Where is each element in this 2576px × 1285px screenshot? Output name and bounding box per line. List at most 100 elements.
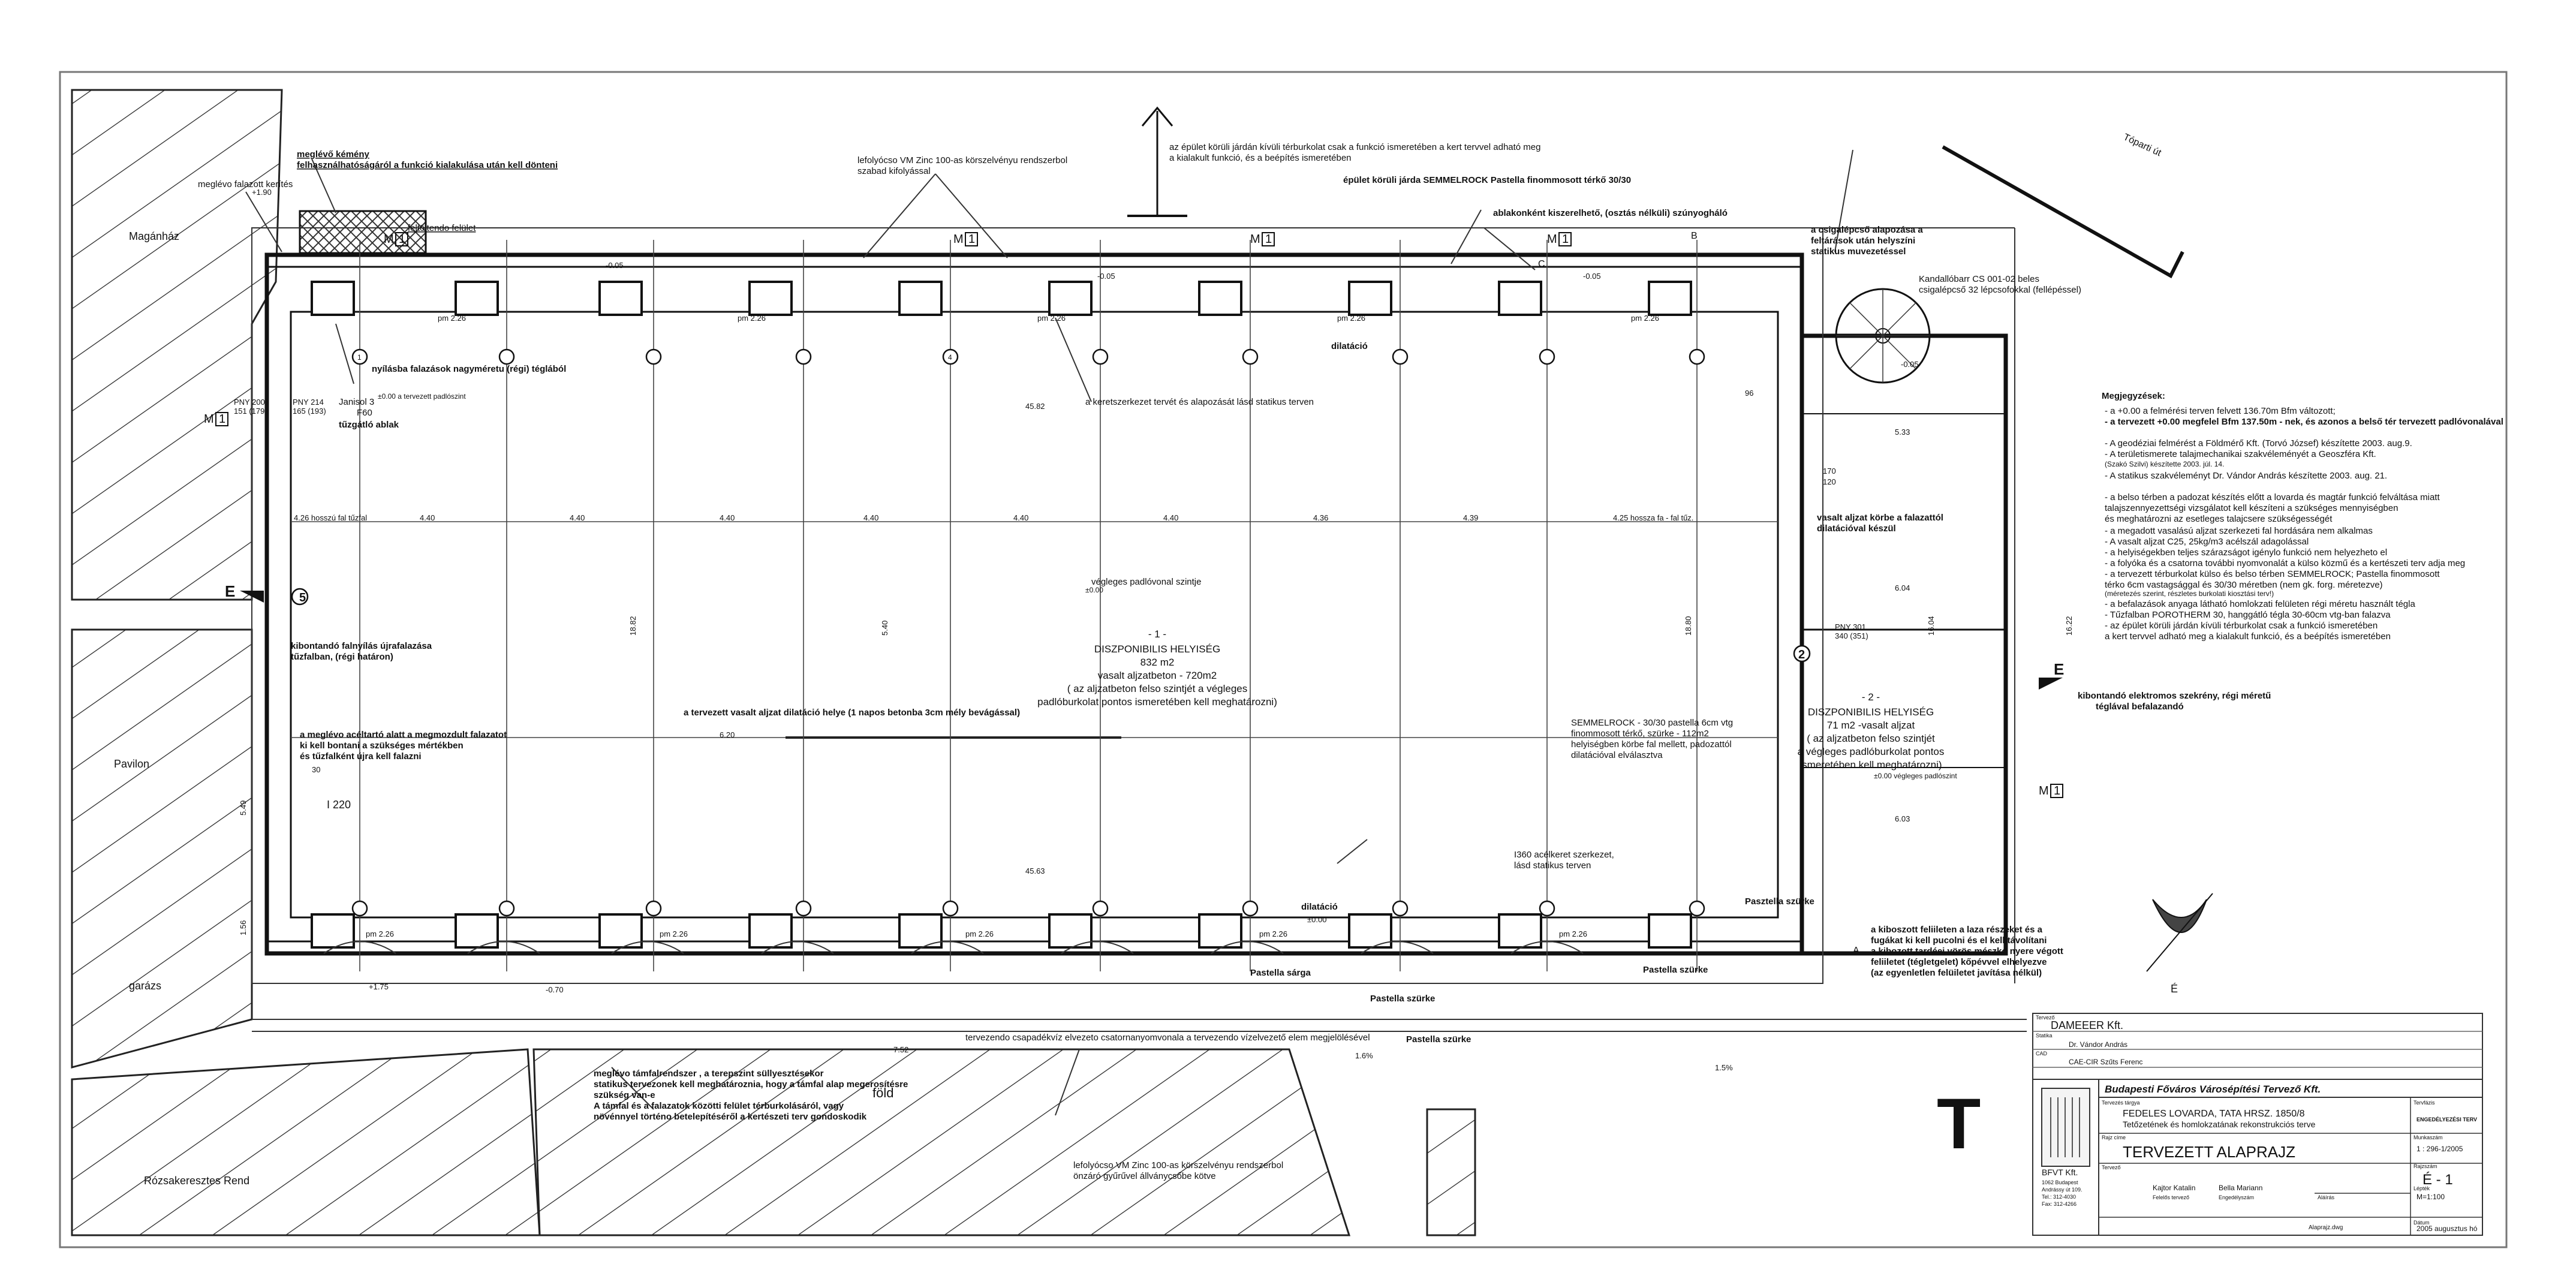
svg-text:1.5%: 1.5% xyxy=(1715,1063,1733,1072)
svg-text:- a +0.00 a felmérési terven f: - a +0.00 a felmérési terven felvett 136… xyxy=(2105,406,2336,416)
svg-text:120: 120 xyxy=(1823,477,1836,486)
svg-text:151 (179): 151 (179) xyxy=(234,407,267,416)
svg-text:pm 2.26: pm 2.26 xyxy=(1631,314,1659,323)
svg-text:a csigalépcső alapozása a: a csigalépcső alapozása a xyxy=(1811,225,1923,235)
svg-text:M=1:100: M=1:100 xyxy=(2416,1193,2445,1201)
svg-text:Statika: Statika xyxy=(2036,1033,2053,1039)
svg-text:Bella Mariann: Bella Mariann xyxy=(2219,1184,2262,1192)
svg-text:a végleges padlóburkolat ponto: a végleges padlóburkolat pontos xyxy=(1798,746,1945,757)
svg-text:5.49: 5.49 xyxy=(239,801,248,815)
svg-text:a kiboszott feliileten a laza: a kiboszott feliileten a laza részeket é… xyxy=(1871,925,2043,935)
svg-text:dilatációval elválasztva: dilatációval elválasztva xyxy=(1571,750,1663,760)
svg-text:dilatáció: dilatáció xyxy=(1331,341,1368,351)
svg-text:+1.75: +1.75 xyxy=(369,982,389,991)
svg-text:Alaprajz.dwg: Alaprajz.dwg xyxy=(2309,1224,2343,1231)
svg-text:padlóburkolat pontos ismeretéb: padlóburkolat pontos ismeretében kell me… xyxy=(1037,696,1277,708)
svg-text:1.6%: 1.6% xyxy=(1355,1051,1373,1060)
svg-text:832 m2: 832 m2 xyxy=(1140,657,1175,668)
svg-text:lefolyócso VM Zinc 100-as körs: lefolyócso VM Zinc 100-as körszelvényu r… xyxy=(857,155,1067,165)
svg-text:CAD: CAD xyxy=(2036,1051,2048,1057)
plan-annotations: meglévő kémény felhasználhatóságáról a f… xyxy=(198,142,2271,1181)
svg-text:Andrássy út 109.: Andrássy út 109. xyxy=(2042,1187,2083,1193)
svg-text:Aláírás: Aláírás xyxy=(2318,1194,2335,1200)
svg-text:a kibozott tardéei vörös mészk: a kibozott tardéei vörös mészko nyere vé… xyxy=(1871,946,2063,956)
svg-text:±0.00 végleges padlószint: ±0.00 végleges padlószint xyxy=(1874,772,1957,780)
svg-text:- az épület körüli járdán kívü: - az épület körüli járdán kívüli térburk… xyxy=(2105,621,2378,631)
svg-text:Pastella szürke: Pastella szürke xyxy=(1406,1034,1471,1045)
svg-text:pm 2.26: pm 2.26 xyxy=(1259,929,1287,938)
svg-text:és meghatározni az esetleges t: és meghatározni az esetleges talajcsere … xyxy=(2105,514,2333,524)
svg-text:4.40: 4.40 xyxy=(1013,513,1028,522)
svg-text:Dátum: Dátum xyxy=(2414,1220,2430,1226)
svg-text:lásd statikus terven: lásd statikus terven xyxy=(1514,860,1591,871)
svg-text:5.40: 5.40 xyxy=(880,621,889,636)
svg-text:szabad kifolyással: szabad kifolyással xyxy=(857,166,931,176)
svg-text:Tetőzetének és homlokzatának r: Tetőzetének és homlokzatának rekonstrukc… xyxy=(2123,1120,2316,1129)
svg-text:96: 96 xyxy=(1745,389,1753,398)
svg-text:feltárások után helyszíni: feltárások után helyszíni xyxy=(1811,236,1915,246)
svg-text:- A vasalt aljzat C25, 25kg/m3: - A vasalt aljzat C25, 25kg/m3 acélszál … xyxy=(2105,537,2309,547)
svg-text:F60: F60 xyxy=(357,408,372,418)
svg-text:4.36: 4.36 xyxy=(1313,513,1328,522)
svg-text:5.33: 5.33 xyxy=(1895,428,1910,437)
svg-text:térko 6cm vastagsággal és 30/3: térko 6cm vastagsággal és 30/30 méretben… xyxy=(2105,580,2383,590)
svg-text:DISZPONIBILIS HELYISÉG: DISZPONIBILIS HELYISÉG xyxy=(1808,706,1934,718)
svg-text:a kialakult funkció, és a beép: a kialakult funkció, és a beépítés ismer… xyxy=(1169,153,1352,163)
svg-text:- a befalazások anyaga látható: - a befalazások anyaga látható homlokzat… xyxy=(2105,599,2415,609)
svg-text:meglévo falazott kerítés: meglévo falazott kerítés xyxy=(198,179,293,189)
axis-grid xyxy=(291,240,1811,971)
svg-text:Dr. Vándor András: Dr. Vándor András xyxy=(2069,1040,2127,1049)
svg-text:±0.00 a tervezett padlószint: ±0.00 a tervezett padlószint xyxy=(378,392,466,401)
svg-text:Felelős tervező: Felelős tervező xyxy=(2153,1194,2189,1200)
svg-text:felhasználhatóságáról a funkci: felhasználhatóságáról a funkció kialakul… xyxy=(297,160,558,170)
svg-text:-0.05: -0.05 xyxy=(1583,272,1601,281)
svg-text:meglévo támfalrendszer , a ter: meglévo támfalrendszer , a terepszint sü… xyxy=(594,1069,824,1079)
window-tag-num: 1 xyxy=(1265,233,1272,246)
svg-text:- a folyóka és a csatorna tová: - a folyóka és a csatorna további nyomvo… xyxy=(2105,558,2465,568)
window-tag-num: 1 xyxy=(219,413,225,426)
svg-text:ki kell bontani a szükséges mé: ki kell bontani a szükséges mértékben xyxy=(300,741,464,751)
svg-text:tervezendo csapadékvíz elvezet: tervezendo csapadékvíz elvezeto csatorna… xyxy=(965,1033,1370,1043)
svg-text:pm 2.26: pm 2.26 xyxy=(1559,929,1587,938)
north-arrow: É xyxy=(2146,893,2213,995)
svg-text:4: 4 xyxy=(948,353,952,362)
svg-text:2: 2 xyxy=(1798,648,1805,661)
svg-text:feliiletet (tégletgelet) kőpév: feliiletet (tégletgelet) kőpévvel elhely… xyxy=(1871,957,2047,967)
svg-text:és tűzfalként újra kell falazn: és tűzfalként újra kell falazni xyxy=(300,751,422,762)
svg-text:nyílásba falazások nagyméretu: nyílásba falazások nagyméretu (régi) tég… xyxy=(372,364,566,374)
svg-text:I 220: I 220 xyxy=(327,799,351,811)
svg-text:tűzgátló ablak: tűzgátló ablak xyxy=(339,420,399,430)
window-tag-num: 1 xyxy=(968,233,975,246)
svg-text:a keretszerkezet tervét és ala: a keretszerkezet tervét és alapozását lá… xyxy=(1085,397,1314,407)
svg-text:Tervfázis: Tervfázis xyxy=(2414,1100,2435,1106)
svg-text:pm 2.26: pm 2.26 xyxy=(1337,314,1365,323)
svg-text:meglévő kémény: meglévő kémény xyxy=(297,149,370,160)
svg-text:±0.00: ±0.00 xyxy=(1307,915,1326,924)
title-block-text: Tervező DAMEEER Kft. Statika Dr. Vándor … xyxy=(2036,1015,2478,1233)
room-2-label: - 2 - DISZPONIBILIS HELYISÉG 71 m2 -vasa… xyxy=(1798,691,1945,771)
svg-text:az épület körüli járdán kívüli: az épület körüli járdán kívüli térburkol… xyxy=(1169,142,1540,152)
svg-text:statikus muvezetéssel: statikus muvezetéssel xyxy=(1811,246,1906,257)
svg-text:DISZPONIBILIS HELYISÉG: DISZPONIBILIS HELYISÉG xyxy=(1094,643,1220,655)
svg-text:a kert tervvel adható meg a k: a kert tervvel adható meg a kialakult fu… xyxy=(2105,631,2391,642)
svg-text:Engedélyszám: Engedélyszám xyxy=(2219,1194,2254,1200)
svg-text:- 2 -: - 2 - xyxy=(1862,691,1880,703)
window-tag-num: 1 xyxy=(1562,233,1569,246)
svg-text:16.22: 16.22 xyxy=(2065,616,2074,636)
svg-text:ENGEDÉLYEZÉSI TERV: ENGEDÉLYEZÉSI TERV xyxy=(2416,1117,2477,1123)
svg-text:Pasztella szürke: Pasztella szürke xyxy=(1745,896,1814,907)
axis-letters: B C A 1 4 xyxy=(357,231,1859,956)
svg-text:71 m2 -vasalt aljzat: 71 m2 -vasalt aljzat xyxy=(1827,720,1915,731)
svg-text:- Tűzfalban POROTHERM 30, hang: - Tűzfalban POROTHERM 30, hanggátló tégl… xyxy=(2105,610,2391,620)
svg-text:45.82: 45.82 xyxy=(1025,402,1045,411)
building-walls xyxy=(251,227,2027,1032)
svg-text:4.25 hossza fa - fal tűz.: 4.25 hossza fa - fal tűz. xyxy=(1613,513,1693,522)
svg-text:-0.05: -0.05 xyxy=(606,261,624,270)
svg-text:ismeretében kell meghatározni): ismeretében kell meghatározni) xyxy=(1799,759,1942,771)
svg-text:TERVEZETT ALAPRAJZ: TERVEZETT ALAPRAJZ xyxy=(2123,1143,2295,1161)
garage-label: garázs xyxy=(129,980,161,992)
svg-text:4.40: 4.40 xyxy=(863,513,878,522)
level-marks: -0.05 -0.05 -0.05 ±0.00 -0.70 +1.75 +1.9… xyxy=(252,188,1919,994)
svg-text:statikus tervezonek kell megha: statikus tervezonek kell meghatároznia, … xyxy=(594,1079,908,1090)
window-tag-m: M xyxy=(1250,233,1260,246)
